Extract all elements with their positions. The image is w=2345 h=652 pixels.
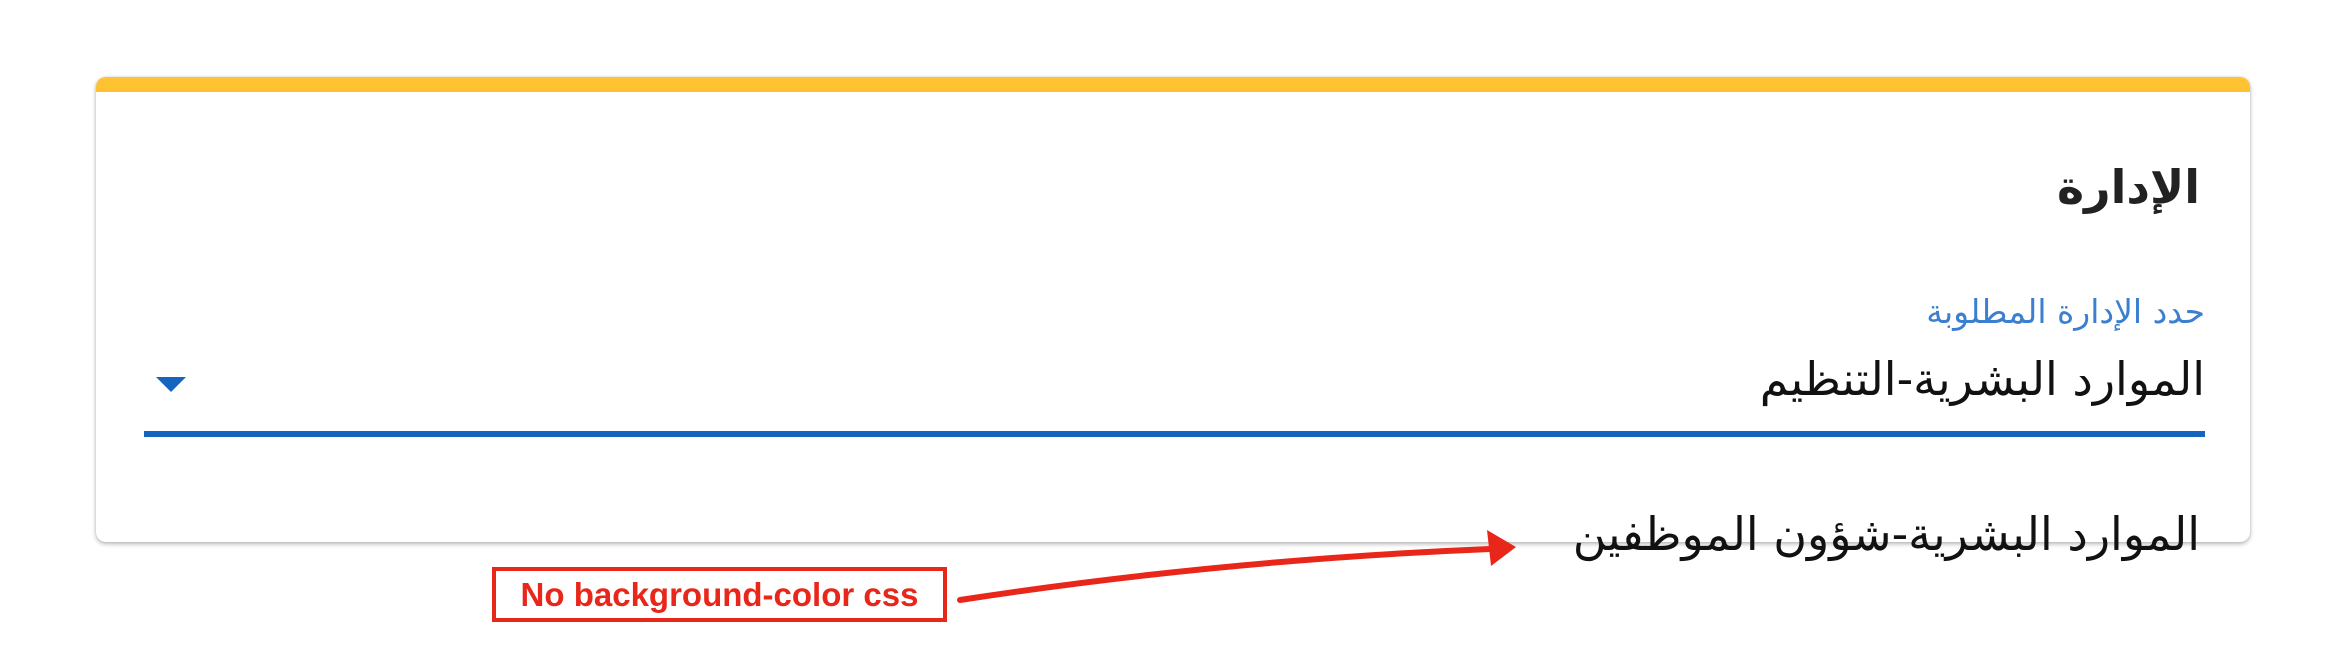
card-accent-bar bbox=[96, 77, 2250, 92]
department-card: الإدارة حدد الإدارة المطلوبة الموارد الب… bbox=[96, 77, 2250, 561]
select-underline bbox=[144, 431, 2205, 437]
dropdown-arrow-icon[interactable] bbox=[156, 377, 186, 392]
annotation-label: No background-color css bbox=[492, 567, 947, 622]
dropdown-option-overflow[interactable]: الموارد البشرية-شؤون الموظفين bbox=[1572, 507, 2200, 561]
department-select[interactable]: حدد الإدارة المطلوبة الموارد البشرية-الت… bbox=[144, 287, 2205, 437]
department-select-label: حدد الإدارة المطلوبة bbox=[1926, 292, 2205, 331]
department-selected-value[interactable]: الموارد البشرية-التنظيم bbox=[1759, 352, 2205, 406]
card-title: الإدارة bbox=[2056, 160, 2200, 214]
